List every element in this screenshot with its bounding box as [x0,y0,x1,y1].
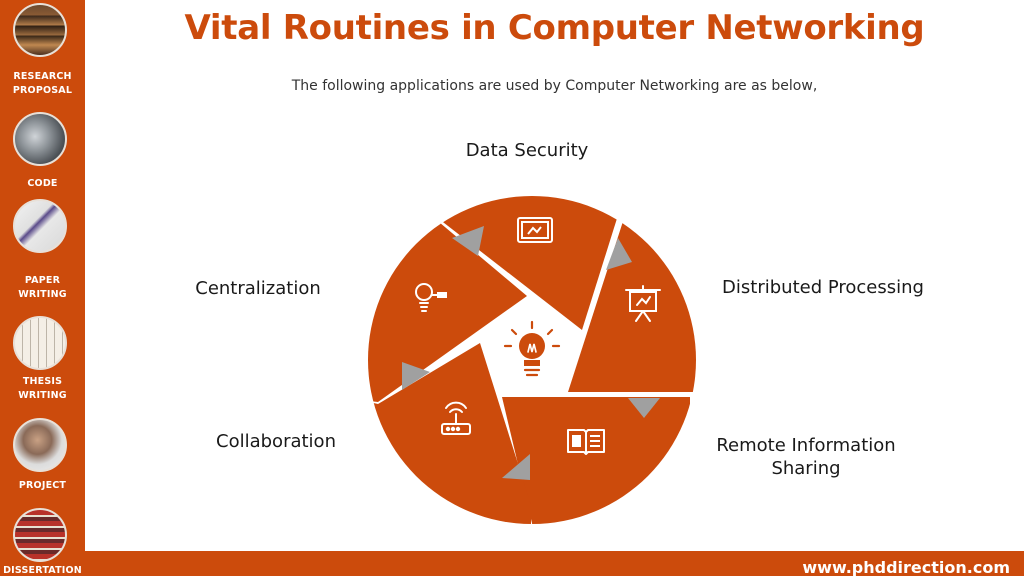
person-desk-photo-icon[interactable] [13,418,67,472]
label-remote-information-sharing: Remote Information Sharing [716,435,896,479]
sidebar-item-code[interactable]: CODE [27,178,58,189]
label-collaboration: Collaboration [216,431,336,452]
sidebar-item-research-proposal[interactable]: RESEARCH PROPOSAL [12,71,73,96]
pen-writing-photo-icon[interactable] [13,199,67,253]
arrow-marker [628,398,660,418]
sidebar: RESEARCH PROPOSAL CODE PAPER WRITING THE… [0,0,85,576]
arrow-marker [502,454,530,480]
book-stack-photo-icon[interactable] [13,508,67,562]
segment-data-security[interactable] [430,190,619,330]
sidebar-item-project[interactable]: PROJECT [18,480,67,491]
presentation-board-icon [625,285,661,322]
router-icon [441,401,471,435]
footer-url-link[interactable]: www.phddirection.com [802,558,1010,576]
footer-bar: www.phddirection.com [85,551,1024,576]
arrow-marker [402,362,430,390]
open-book-icon [567,429,605,455]
label-centralization: Centralization [195,278,321,299]
sidebar-item-dissertation[interactable]: DISSERTATION [3,565,82,576]
page-subtitle: The following applications are used by C… [291,78,818,94]
lightbulb-idea-icon [415,283,447,312]
arrow-marker [606,238,632,270]
laptop-photo-icon[interactable] [13,112,67,166]
sidebar-item-thesis-writing[interactable]: THESIS WRITING [18,376,67,401]
page-title: Vital Routines in Computer Networking [184,8,925,48]
thesis-letters-photo-icon[interactable] [13,316,67,370]
sidebar-item-paper-writing[interactable]: PAPER WRITING [18,275,67,300]
bookshelf-photo-icon[interactable] [13,3,67,57]
lightbulb-icon [503,320,561,377]
label-data-security: Data Security [465,140,589,161]
tablet-icon [517,217,553,243]
arrow-marker [452,226,484,256]
label-distributed-processing: Distributed Processing [722,277,924,298]
segment-centralization[interactable] [360,217,527,402]
